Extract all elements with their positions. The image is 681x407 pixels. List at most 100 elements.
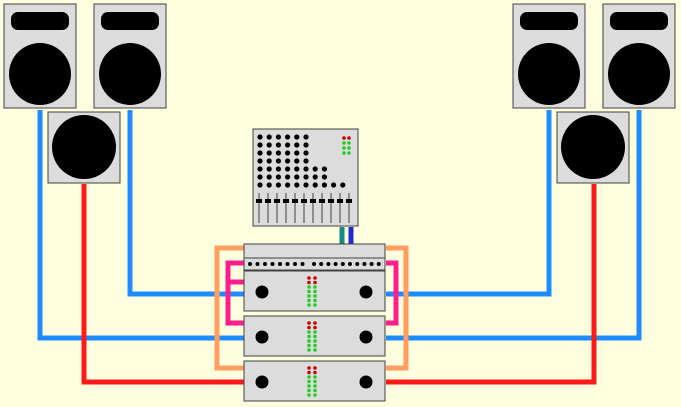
amplifier-level-led xyxy=(307,384,311,388)
mixer-knob xyxy=(312,182,318,188)
amplifier-level-led xyxy=(307,285,311,289)
mixer-knob xyxy=(266,150,272,156)
subwoofer-cone xyxy=(561,115,625,179)
amplifier-level-led xyxy=(313,379,317,384)
mixer-knob xyxy=(331,182,337,188)
amplifier-level-led xyxy=(307,388,311,393)
woofer-cone xyxy=(518,43,580,105)
amplifier-level-led xyxy=(313,370,317,375)
amplifier-level-led xyxy=(307,393,311,397)
mixer-led xyxy=(347,146,351,150)
mixer-led xyxy=(342,136,346,140)
mixer-knob xyxy=(294,158,300,164)
top-speaker-right-2 xyxy=(602,3,676,109)
amplifier-level-led xyxy=(313,366,317,370)
amplifier-level-led xyxy=(307,321,311,325)
mixer-knob xyxy=(285,142,291,148)
mixer-knob xyxy=(303,134,309,140)
amplifier-1 xyxy=(243,270,386,312)
fader-cap xyxy=(283,199,289,203)
mixer-knob xyxy=(266,134,272,140)
mixer-knob xyxy=(257,158,263,164)
amplifier-level-led xyxy=(307,303,311,307)
mixer-led xyxy=(342,146,346,150)
cable-amp-link-right xyxy=(386,260,399,326)
mixer-led xyxy=(342,151,346,155)
mixer-knob xyxy=(266,182,272,188)
mixer-knob-grid xyxy=(257,134,346,188)
cable-top-speaker-left-1 xyxy=(37,110,245,341)
fader-cap xyxy=(265,199,271,203)
mixer-knob xyxy=(285,150,291,156)
top-speaker-right-1 xyxy=(512,3,586,109)
mixer-knob xyxy=(275,174,281,180)
amplifier-level-led xyxy=(313,303,317,307)
mixer-knob xyxy=(340,182,346,188)
mixer-knob xyxy=(275,166,281,172)
mixer-knob xyxy=(266,142,272,148)
mixer-knob xyxy=(275,134,281,140)
mixer-knob xyxy=(312,166,318,172)
amplifier-level-led xyxy=(313,343,317,348)
amplifier-level-led xyxy=(313,280,317,285)
woofer-cone xyxy=(9,43,71,105)
mixer-knob xyxy=(285,182,291,188)
mixer-knob xyxy=(275,150,281,156)
mixer-knob xyxy=(303,142,309,148)
top-speaker-left-1 xyxy=(3,3,77,109)
fader-cap xyxy=(319,199,325,203)
fader-cap xyxy=(301,199,307,203)
fader-cap xyxy=(274,199,280,203)
amplifier-level-led xyxy=(313,289,317,294)
amplifier-level-led xyxy=(307,330,311,334)
mixer-knob xyxy=(303,182,309,188)
processor-led xyxy=(278,262,282,266)
mixer-knob xyxy=(294,182,300,188)
tweeter-slot xyxy=(11,12,69,30)
amplifier-3 xyxy=(243,360,386,402)
amplifier-level-led xyxy=(307,339,311,343)
mixer-led xyxy=(347,136,351,140)
mixer-knob xyxy=(257,142,263,148)
processor-led xyxy=(263,262,267,266)
cable-subwoofer-right xyxy=(386,184,597,385)
amplifier-knob-left xyxy=(255,375,269,389)
mixer-knob xyxy=(266,166,272,172)
mixer-knob xyxy=(285,134,291,140)
processor-led xyxy=(348,262,352,266)
processor-led xyxy=(248,262,252,266)
processor-led xyxy=(293,262,297,266)
amplifier-level-led xyxy=(313,321,317,325)
amplifier-level-led xyxy=(307,366,311,370)
mixer-knob xyxy=(266,174,272,180)
fader-cap xyxy=(337,199,343,203)
amplifier-level-led xyxy=(307,276,311,280)
mixer-knob xyxy=(294,166,300,172)
processor-led xyxy=(369,262,374,266)
tweeter-slot xyxy=(520,12,578,30)
processor-indicators-right xyxy=(312,262,381,266)
mixer-knob xyxy=(266,158,272,164)
cables xyxy=(37,110,642,385)
processor-led xyxy=(270,262,275,266)
amplifier-level-led xyxy=(307,375,311,379)
subwoofer-cone xyxy=(52,115,116,179)
fader-cap xyxy=(328,199,334,203)
amplifier-level-led xyxy=(313,334,317,339)
mixer-knob xyxy=(285,166,291,172)
mixer-knob xyxy=(294,134,300,140)
mixer-knob xyxy=(275,142,281,148)
amplifier-level-led xyxy=(313,298,317,303)
mixer-led xyxy=(347,151,351,155)
processor-led xyxy=(355,262,360,266)
mixer-led xyxy=(342,141,346,145)
fader-cap xyxy=(346,199,352,203)
mixer-knob xyxy=(294,150,300,156)
mixer-knob xyxy=(294,142,300,148)
mixer-faders xyxy=(256,193,352,223)
cable-processor-link-right xyxy=(386,245,409,371)
mixer-knob xyxy=(321,166,327,172)
mixer-knob xyxy=(275,182,281,188)
mixer-level-meter xyxy=(342,136,351,155)
